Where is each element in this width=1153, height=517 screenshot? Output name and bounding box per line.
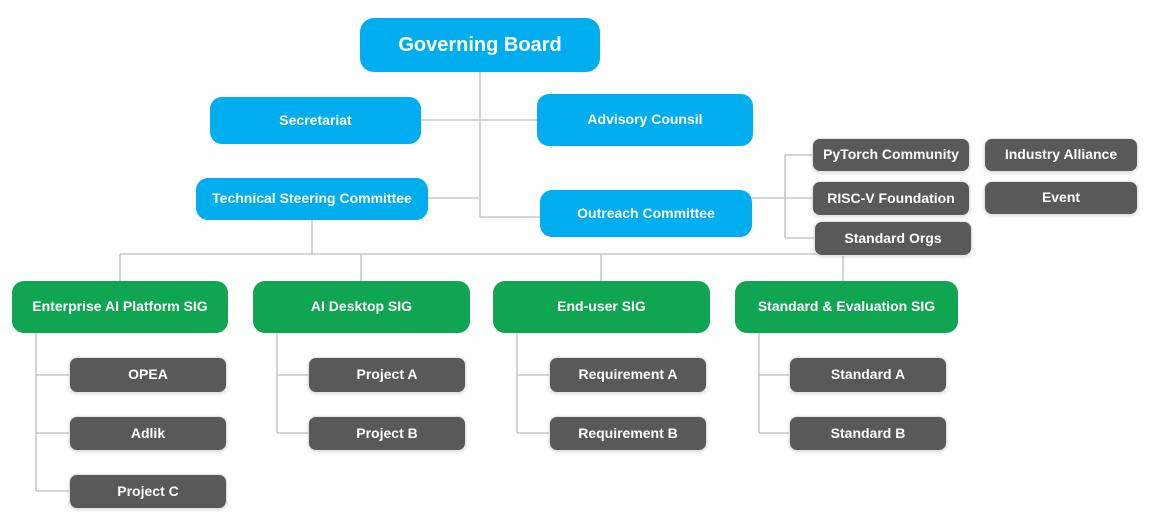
- node-requirement-b: Requirement B: [549, 416, 707, 451]
- node-opea: OPEA: [69, 357, 227, 393]
- node-enterprise-ai-platform-sig: Enterprise AI Platform SIG: [12, 281, 228, 333]
- node-project-c: Project C: [69, 474, 227, 509]
- node-standard-a: Standard A: [789, 357, 947, 393]
- node-requirement-a: Requirement A: [549, 357, 707, 393]
- node-project-b: Project B: [308, 416, 466, 451]
- node-adlik: Adlik: [69, 416, 227, 451]
- node-project-a: Project A: [308, 357, 466, 393]
- node-riscv-foundation: RISC-V Foundation: [812, 181, 970, 216]
- node-technical-steering-committee: Technical Steering Committee: [196, 178, 428, 220]
- node-industry-alliance: Industry Alliance: [984, 138, 1138, 172]
- node-standard-b: Standard B: [789, 416, 947, 451]
- node-standard-evaluation-sig: Standard & Evaluation SIG: [735, 281, 958, 333]
- node-pytorch-community: PyTorch Community: [812, 138, 970, 172]
- node-outreach-committee: Outreach Committee: [540, 190, 752, 237]
- node-secretariat: Secretariat: [210, 97, 421, 144]
- node-advisory-counsil: Advisory Counsil: [537, 94, 753, 146]
- node-end-user-sig: End-user SIG: [493, 281, 710, 333]
- node-governing-board: Governing Board: [360, 18, 600, 72]
- node-event: Event: [984, 181, 1138, 215]
- node-standard-orgs: Standard Orgs: [814, 221, 972, 256]
- node-ai-desktop-sig: AI Desktop SIG: [253, 281, 470, 333]
